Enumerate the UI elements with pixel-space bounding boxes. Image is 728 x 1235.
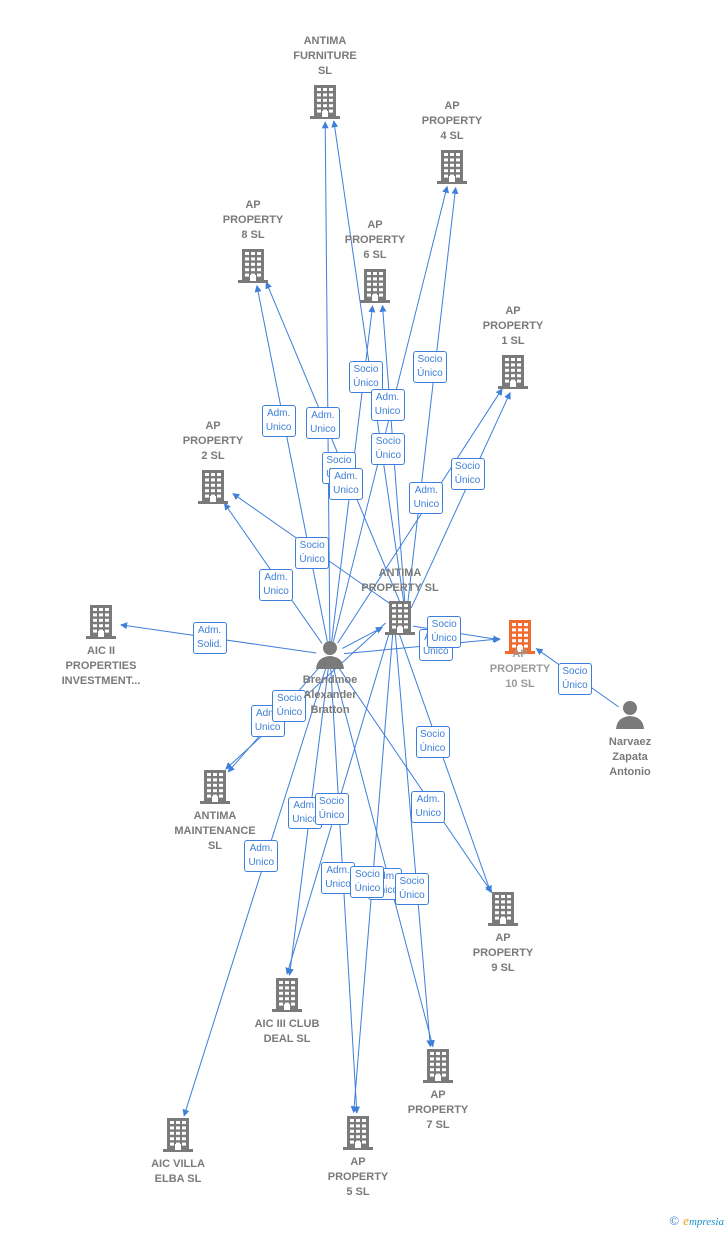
building-icon-ap8[interactable] bbox=[238, 249, 268, 283]
building-icon-antima-furniture[interactable] bbox=[310, 85, 340, 119]
edge-label-brendmoe-antima-furniture[interactable]: Adm. Unico bbox=[305, 407, 340, 440]
edge-label-brendmoe-aic-villa[interactable]: Adm. Unico bbox=[244, 840, 279, 873]
edge-label-antima-property-ap2[interactable]: Socio Único bbox=[295, 536, 330, 569]
edge-label-brendmoe-ap2[interactable]: Adm. Unico bbox=[259, 568, 294, 601]
edge-label-antima-property-ap1[interactable]: Socio Único bbox=[450, 458, 485, 491]
building-icon-ap2[interactable] bbox=[198, 470, 228, 504]
edge-label-brendmoe-aic2[interactable]: Adm. Solid. bbox=[192, 622, 227, 655]
edge-brendmoe-ap9 bbox=[337, 666, 493, 894]
building-icon-ap7[interactable] bbox=[423, 1049, 453, 1083]
empresia-logo-initial: e bbox=[683, 1213, 689, 1228]
edge-label-brendmoe-ap9[interactable]: Adm. Unico bbox=[411, 790, 446, 823]
label-ap8: AP PROPERTY 8 SL bbox=[222, 199, 284, 241]
edge-label-antima-property-ap6[interactable]: Socio Único bbox=[371, 432, 406, 465]
empresia-credit[interactable]: ©empresia bbox=[669, 1213, 724, 1229]
building-icon-antima-maintenance[interactable] bbox=[200, 770, 230, 804]
building-icon-aic3[interactable] bbox=[272, 978, 302, 1012]
edge-brendmoe-antima-furniture bbox=[321, 121, 331, 642]
building-icon-ap10[interactable] bbox=[505, 620, 535, 654]
building-icon-antima-property[interactable] bbox=[385, 601, 415, 635]
edge-brendmoe-antima-property bbox=[342, 626, 383, 649]
label-antima-property: ANTIMA PROPERTY SL bbox=[361, 567, 439, 594]
edge-antima-property-ap1 bbox=[410, 392, 511, 608]
edge-brendmoe-ap7 bbox=[333, 668, 435, 1048]
edge-label-brendmoe-ap4[interactable]: Adm. Unico bbox=[370, 388, 405, 421]
edge-antima-property-ap4 bbox=[407, 186, 459, 605]
building-icon-ap1[interactable] bbox=[498, 355, 528, 389]
label-aic-villa: AIC VILLA ELBA SL bbox=[151, 1158, 205, 1185]
edge-label-antima-property-ap5[interactable]: Socio Único bbox=[350, 865, 385, 898]
building-icon-aic2[interactable] bbox=[86, 605, 116, 639]
edge-label-antima-property-antima-furniture[interactable]: Socio Único bbox=[348, 360, 383, 393]
building-icon-ap4[interactable] bbox=[437, 150, 467, 184]
edge-label-antima-property-aic3[interactable]: Socio Único bbox=[314, 792, 349, 825]
label-ap2: AP PROPERTY 2 SL bbox=[182, 420, 244, 462]
edge-label-antima-property-antima-maintenance[interactable]: Socio Único bbox=[272, 690, 307, 723]
building-icon-ap6[interactable] bbox=[360, 269, 390, 303]
label-ap1: AP PROPERTY 1 SL bbox=[482, 305, 544, 347]
label-ap6: AP PROPERTY 6 SL bbox=[344, 219, 406, 261]
edge-brendmoe-aic-villa bbox=[182, 668, 327, 1117]
label-ap5: AP PROPERTY 5 SL bbox=[327, 1156, 389, 1198]
label-antima-furniture: ANTIMA FURNITURE SL bbox=[293, 35, 357, 77]
label-brendmoe: Brendmoe Alexander Bratton bbox=[302, 674, 358, 716]
edge-antima-property-ap7 bbox=[394, 632, 434, 1048]
copyright-symbol: © bbox=[669, 1213, 680, 1228]
edge-label-brendmoe-ap6[interactable]: Adm. Unico bbox=[328, 467, 363, 500]
edge-antima-property-ap9 bbox=[398, 633, 492, 893]
building-icon-ap9[interactable] bbox=[488, 892, 518, 926]
edge-label-antima-property-ap4[interactable]: Socio Único bbox=[412, 350, 447, 383]
edge-label-brendmoe-ap5[interactable]: Adm. Unico bbox=[321, 861, 356, 894]
empresia-logo-text: mpresia bbox=[688, 1216, 724, 1228]
edge-label-antima-property-ap7[interactable]: Socio Único bbox=[394, 873, 429, 906]
label-antima-maintenance: ANTIMA MAINTENANCE SL bbox=[174, 810, 256, 852]
edge-label-brendmoe-ap8[interactable]: Adm. Unico bbox=[261, 404, 296, 437]
nodes-layer bbox=[86, 85, 644, 1152]
label-narvaez: Narvaez Zapata Antonio bbox=[608, 736, 652, 778]
person-icon-narvaez[interactable] bbox=[616, 701, 644, 729]
label-ap9: AP PROPERTY 9 SL bbox=[472, 932, 534, 974]
edge-label-narvaez-ap10[interactable]: Socio Único bbox=[557, 663, 592, 696]
edge-brendmoe-ap1 bbox=[337, 388, 503, 644]
building-icon-ap5[interactable] bbox=[343, 1116, 373, 1150]
label-ap10: AP PROPERTY 10 SL bbox=[489, 648, 551, 690]
label-ap7: AP PROPERTY 7 SL bbox=[407, 1089, 469, 1131]
edge-label-antima-property-ap10[interactable]: Socio Único bbox=[427, 615, 462, 648]
label-ap4: AP PROPERTY 4 SL bbox=[421, 100, 483, 142]
building-icon-aic-villa[interactable] bbox=[163, 1118, 193, 1152]
edge-antima-property-ap8 bbox=[265, 281, 401, 603]
edge-label-brendmoe-ap1[interactable]: Adm. Unico bbox=[409, 482, 444, 515]
edge-brendmoe-ap8 bbox=[254, 284, 328, 642]
person-icon-brendmoe[interactable] bbox=[316, 641, 344, 669]
edge-label-antima-property-ap9[interactable]: Socio Único bbox=[415, 725, 450, 758]
label-aic3: AIC III CLUB DEAL SL bbox=[254, 1018, 320, 1045]
label-aic2: AIC II PROPERTIES INVESTMENT... bbox=[61, 645, 141, 687]
